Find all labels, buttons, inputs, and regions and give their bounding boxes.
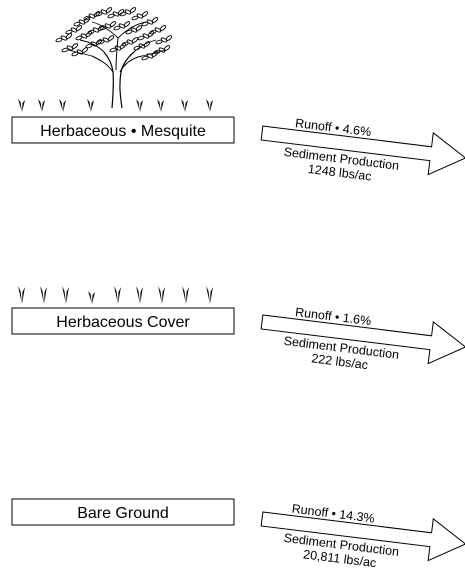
runoff-arrow: Runoff • 1.6% Sediment Production 222 lb… xyxy=(260,305,465,372)
ground-label-box xyxy=(11,307,235,335)
ground-label: Herbaceous • Mesquite xyxy=(40,123,206,140)
mesquite-tree-icon xyxy=(54,6,173,109)
panel-herbaceous-cover: Herbaceous Cover Runoff • 1.6% Sediment … xyxy=(11,286,465,372)
runoff-arrow: Runoff • 4.6% Sediment Production 1248 l… xyxy=(260,116,465,184)
grass-tufts-icon xyxy=(18,286,214,304)
ground-label: Bare Ground xyxy=(77,505,169,522)
panel-herbaceous-mesquite: Herbaceous • Mesquite Runoff • 4.6% Sedi… xyxy=(11,6,465,184)
ground-label: Herbaceous Cover xyxy=(56,314,190,331)
ground-label-box xyxy=(11,498,235,526)
ground-label-box xyxy=(11,116,235,144)
panel-bare-ground: Bare Ground Runoff • 14.3% Sediment Prod… xyxy=(11,498,465,570)
grass-tufts-icon xyxy=(18,99,214,112)
sediment-value: 222 lbs/ac xyxy=(311,351,369,372)
runoff-arrow: Runoff • 14.3% Sediment Production 20,81… xyxy=(260,502,465,570)
